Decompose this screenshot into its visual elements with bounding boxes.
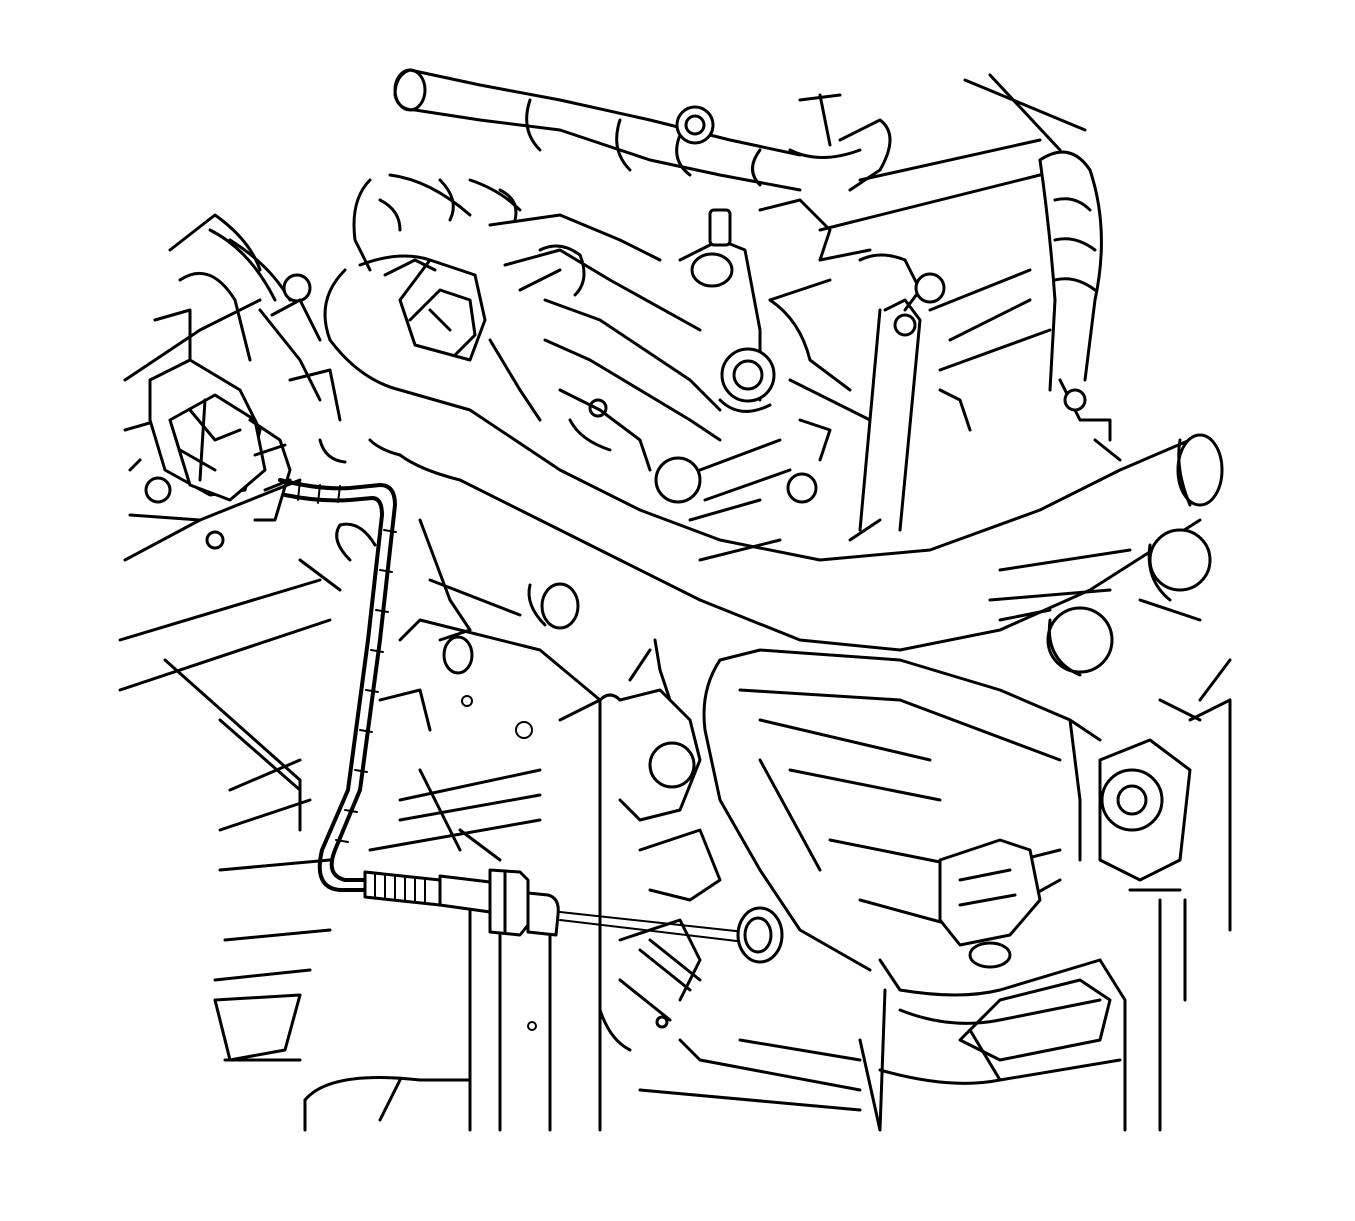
catalytic-converter (638, 648, 1127, 1132)
right-mounts (988, 528, 1232, 1132)
exhaust-bracket (598, 638, 722, 1062)
sensor-wire-harness (278, 478, 397, 892)
engine-block (118, 213, 602, 1132)
upper-hose (352, 68, 1087, 272)
install-guide-line (559, 911, 746, 943)
cylinder-head (488, 198, 872, 562)
upper-connector (383, 258, 487, 362)
right-hose (818, 138, 1122, 542)
sensor-electrical-connector (148, 358, 292, 522)
coolant-pipe (323, 254, 1224, 675)
oxygen-sensor (363, 868, 560, 937)
exhaust-mounting-hole (736, 906, 784, 964)
